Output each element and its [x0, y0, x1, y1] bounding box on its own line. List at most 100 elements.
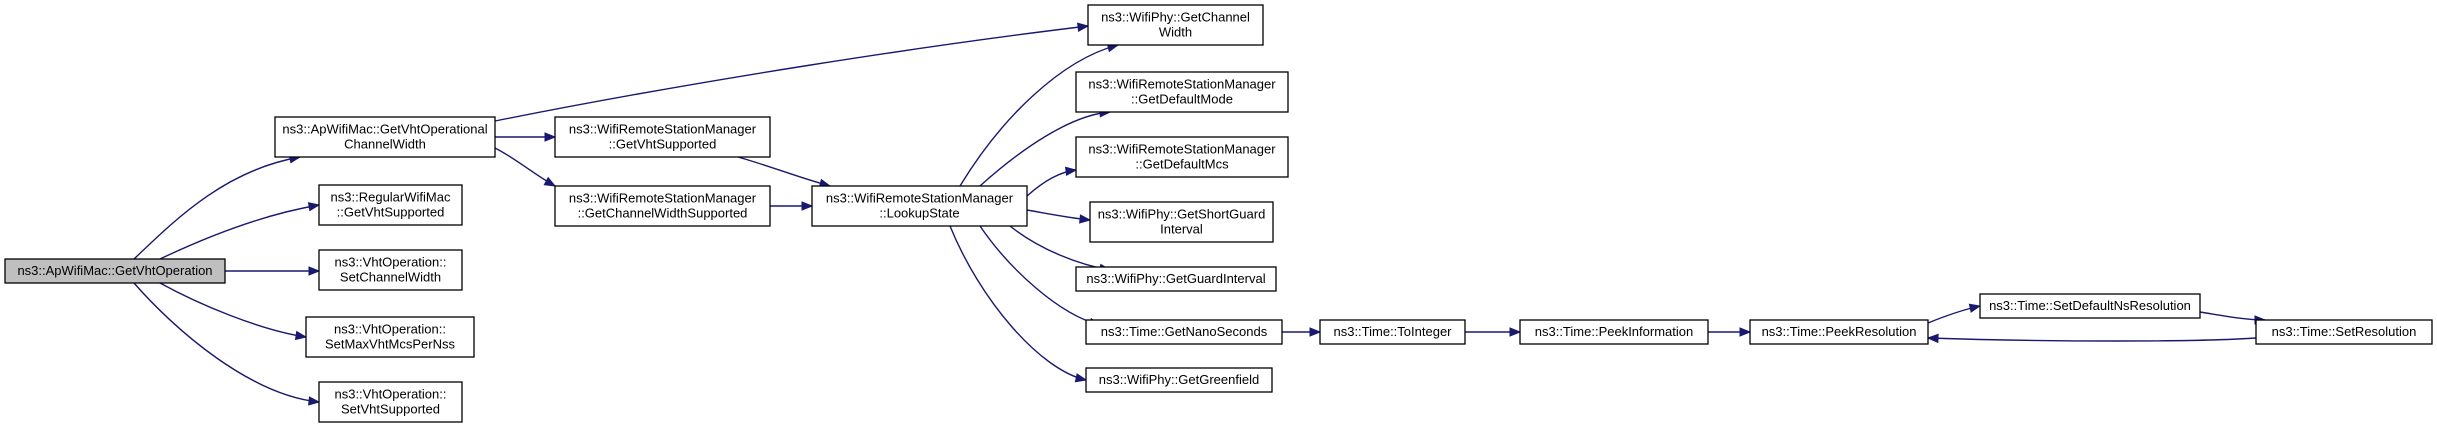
- node-label: ::LookupState: [879, 206, 959, 221]
- node-n6[interactable]: ns3::WifiRemoteStationManager::GetVhtSup…: [554, 116, 771, 158]
- edge-line: [159, 282, 307, 338]
- node-n15[interactable]: ns3::WifiPhy::GetGreenfield: [1085, 367, 1273, 393]
- edge-line: [959, 44, 1119, 187]
- edge-n16-n17: [1465, 327, 1522, 337]
- edge-n6-n8: [737, 156, 832, 188]
- node-label: ::GetVhtSupported: [609, 137, 717, 152]
- node-label: ChannelWidth: [344, 137, 426, 152]
- arrow-head: [1064, 166, 1078, 177]
- node-box[interactable]: [1319, 319, 1466, 345]
- edge-n14-n16: [1282, 327, 1322, 337]
- edge-n0-n5: [133, 282, 321, 406]
- node-n14[interactable]: ns3::Time::GetNanoSeconds: [1085, 319, 1283, 345]
- edge-n8-n11: [1026, 166, 1078, 197]
- node-box[interactable]: [1519, 319, 1709, 345]
- node-label: ns3::WifiRemoteStationManager: [569, 191, 757, 206]
- node-box[interactable]: [1085, 367, 1273, 393]
- node-n5[interactable]: ns3::VhtOperation::SetVhtSupported: [318, 381, 463, 423]
- node-n13[interactable]: ns3::WifiPhy::GetGuardInterval: [1075, 266, 1277, 292]
- node-box[interactable]: [1075, 266, 1277, 292]
- node-label: SetVhtSupported: [341, 402, 440, 417]
- node-box[interactable]: [318, 249, 463, 291]
- node-label: ns3::VhtOperation::: [334, 387, 446, 402]
- arrow-head: [543, 176, 557, 187]
- node-label: ::GetDefaultMcs: [1135, 157, 1229, 172]
- node-label: ns3::RegularWifiMac: [331, 190, 451, 205]
- node-box[interactable]: [1979, 293, 2201, 319]
- node-box[interactable]: [1089, 201, 1274, 243]
- node-box[interactable]: [318, 381, 463, 423]
- node-box[interactable]: [305, 316, 475, 358]
- node-n16[interactable]: ns3::Time::ToInteger: [1319, 319, 1466, 345]
- node-label: Width: [1159, 25, 1192, 40]
- node-box[interactable]: [554, 116, 771, 158]
- node-label: ::GetDefaultMode: [1131, 92, 1233, 107]
- node-n17[interactable]: ns3::Time::PeekInformation: [1519, 319, 1709, 345]
- node-n3[interactable]: ns3::VhtOperation::SetChannelWidth: [318, 249, 463, 291]
- node-label: ns3::WifiPhy::GetChannel: [1101, 10, 1250, 25]
- node-label: ns3::WifiPhy::GetGreenfield: [1099, 372, 1259, 387]
- edge-n20-n18: [1926, 333, 2257, 344]
- node-box[interactable]: [1075, 136, 1289, 178]
- arrow-head: [544, 132, 557, 142]
- node-n0[interactable]: ns3::ApWifiMac::GetVhtOperation: [4, 258, 226, 284]
- node-n18[interactable]: ns3::Time::PeekResolution: [1749, 319, 1929, 345]
- node-label: SetChannelWidth: [340, 270, 441, 285]
- node-n8[interactable]: ns3::WifiRemoteStationManager::LookupSta…: [811, 185, 1028, 227]
- node-label: ns3::ApWifiMac::GetVhtOperational: [282, 122, 487, 137]
- node-label: ns3::WifiPhy::GetShortGuard: [1098, 207, 1266, 222]
- edge-line: [979, 111, 1111, 187]
- node-n2[interactable]: ns3::RegularWifiMac::GetVhtSupported: [318, 184, 463, 226]
- arrow-head: [1739, 327, 1752, 337]
- node-box[interactable]: [1075, 71, 1289, 113]
- edge-n0-n4: [159, 282, 308, 341]
- arrow-head: [1509, 327, 1522, 337]
- arrow-head: [308, 396, 321, 406]
- node-box[interactable]: [318, 184, 463, 226]
- arrow-head: [1079, 214, 1092, 224]
- edge-n0-n2: [159, 202, 321, 260]
- edge-n1-n7: [494, 147, 557, 187]
- node-box[interactable]: [554, 185, 771, 227]
- edge-line: [949, 225, 1087, 381]
- node-box[interactable]: [1749, 319, 1929, 345]
- edge-line: [133, 282, 320, 403]
- node-label: ns3::ApWifiMac::GetVhtOperation: [17, 263, 212, 278]
- arrow-head: [801, 201, 814, 211]
- node-box[interactable]: [1085, 319, 1283, 345]
- node-n9[interactable]: ns3::WifiPhy::GetChannelWidth: [1087, 4, 1264, 46]
- edge-line: [1927, 337, 2257, 342]
- node-n19[interactable]: ns3::Time::SetDefaultNsResolution: [1979, 293, 2201, 319]
- node-n7[interactable]: ns3::WifiRemoteStationManager::GetChanne…: [554, 185, 771, 227]
- edge-n18-n19: [1927, 303, 1982, 324]
- arrow-head: [308, 266, 321, 276]
- node-box[interactable]: [4, 258, 226, 284]
- arrow-head: [1309, 327, 1322, 337]
- node-n11[interactable]: ns3::WifiRemoteStationManager::GetDefaul…: [1075, 136, 1289, 178]
- node-box[interactable]: [2255, 319, 2433, 345]
- node-n4[interactable]: ns3::VhtOperation::SetMaxVhtMcsPerNss: [305, 316, 475, 358]
- node-box[interactable]: [274, 116, 496, 158]
- node-box[interactable]: [1087, 4, 1264, 46]
- arrow-head: [1074, 373, 1088, 383]
- node-label: ns3::WifiRemoteStationManager: [1088, 142, 1276, 157]
- node-label: ns3::Time::SetDefaultNsResolution: [1989, 298, 2191, 313]
- node-label: ns3::VhtOperation::: [334, 322, 446, 337]
- edge-n0-n3: [224, 266, 321, 276]
- node-n1[interactable]: ns3::ApWifiMac::GetVhtOperationalChannel…: [274, 116, 496, 158]
- edge-n7-n8: [770, 201, 814, 211]
- node-label: ::GetVhtSupported: [337, 205, 445, 220]
- node-label: Interval: [1160, 222, 1203, 237]
- node-label: ::GetChannelWidthSupported: [578, 206, 748, 221]
- node-n20[interactable]: ns3::Time::SetResolution: [2255, 319, 2433, 345]
- node-n10[interactable]: ns3::WifiRemoteStationManager::GetDefaul…: [1075, 71, 1289, 113]
- edge-n8-n15: [949, 225, 1088, 383]
- node-label: ns3::Time::GetNanoSeconds: [1101, 324, 1268, 339]
- arrow-head: [307, 202, 321, 212]
- node-label: ns3::VhtOperation::: [334, 255, 446, 270]
- node-box[interactable]: [811, 185, 1028, 227]
- arrow-head: [1077, 22, 1090, 32]
- node-label: ns3::Time::ToInteger: [1333, 324, 1452, 339]
- edge-line: [494, 147, 556, 187]
